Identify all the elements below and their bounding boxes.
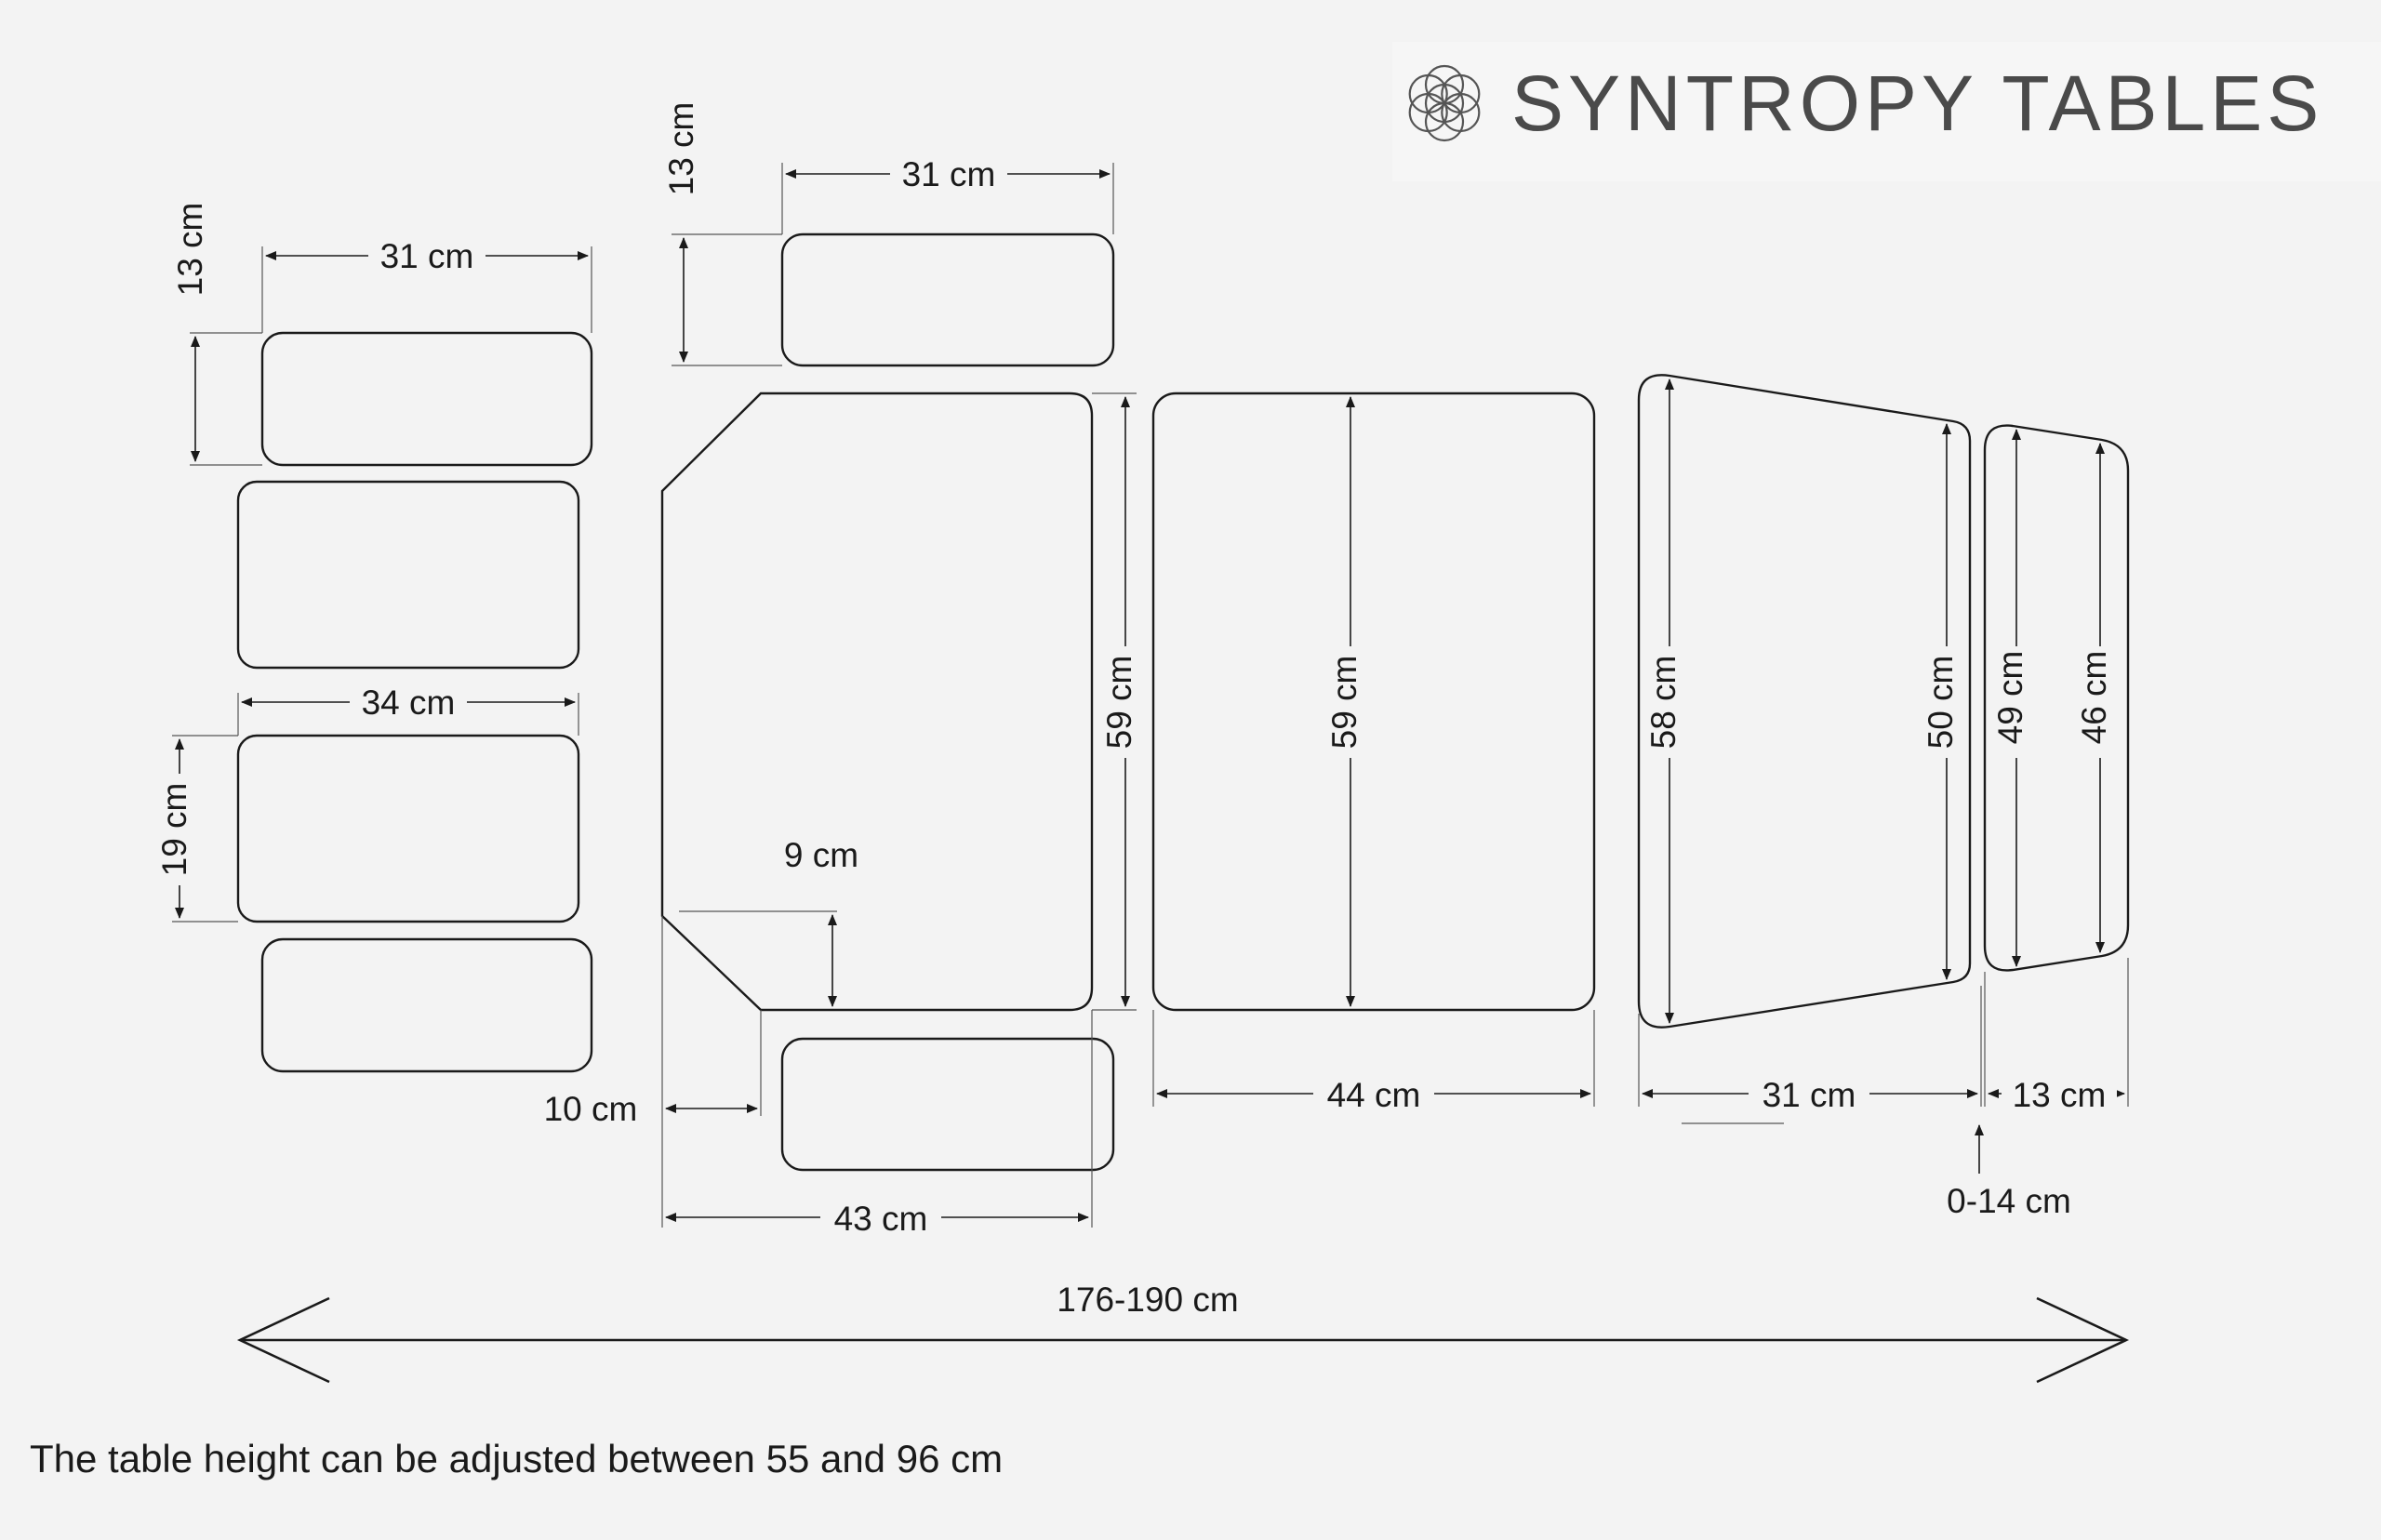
brand-name: SYNTROPY TABLES bbox=[1511, 60, 2324, 147]
head-pad-height-label: 19 cm bbox=[155, 783, 193, 877]
seat-section bbox=[1151, 392, 1596, 1012]
back-cutout-width-label: 10 cm bbox=[544, 1090, 638, 1128]
back-section bbox=[660, 392, 1094, 1012]
arm-top-width-label: 31 cm bbox=[902, 155, 996, 193]
head-pad-width-label: 34 cm bbox=[362, 684, 456, 722]
foot-width-label: 13 cm bbox=[2013, 1076, 2107, 1114]
head-top-pad bbox=[260, 331, 593, 467]
arm-rest-top bbox=[780, 232, 1115, 367]
logo-banner bbox=[1392, 42, 2381, 181]
back-cutout-height-label: 9 cm bbox=[784, 836, 858, 874]
arm-top-height-label: 13 cm bbox=[662, 102, 700, 196]
leg-short-label: 50 cm bbox=[1922, 656, 1960, 750]
head-top-width-label: 31 cm bbox=[380, 237, 474, 275]
head-top-height-label: 13 cm bbox=[171, 203, 209, 297]
seat-length-label: 59 cm bbox=[1325, 656, 1363, 750]
foot-gap-label: 0-14 cm bbox=[1947, 1182, 2071, 1220]
back-width-label: 43 cm bbox=[834, 1200, 928, 1238]
total-length-arrowhead-left bbox=[236, 1296, 330, 1384]
head-face-pad bbox=[236, 734, 580, 923]
back-length-label: 59 cm bbox=[1100, 656, 1138, 750]
total-length-arrowhead-right bbox=[2036, 1296, 2130, 1384]
leg-section bbox=[1637, 374, 1972, 1029]
foot-short-label: 46 cm bbox=[2075, 651, 2113, 745]
flower-of-life-icon bbox=[1408, 64, 1481, 142]
height-adjustment-note: The table height can be adjusted between… bbox=[30, 1437, 1004, 1480]
head-middle-pad bbox=[236, 480, 580, 670]
total-length-label: 176-190 cm bbox=[1057, 1281, 1238, 1319]
arm-rest-bottom bbox=[780, 1037, 1115, 1172]
leg-width-label: 31 cm bbox=[1762, 1076, 1856, 1114]
leg-long-label: 58 cm bbox=[1644, 656, 1683, 750]
foot-section bbox=[1983, 424, 2130, 972]
seat-width-label: 44 cm bbox=[1327, 1076, 1421, 1114]
foot-long-label: 49 cm bbox=[1991, 651, 2029, 745]
head-bottom-pad bbox=[260, 937, 593, 1073]
